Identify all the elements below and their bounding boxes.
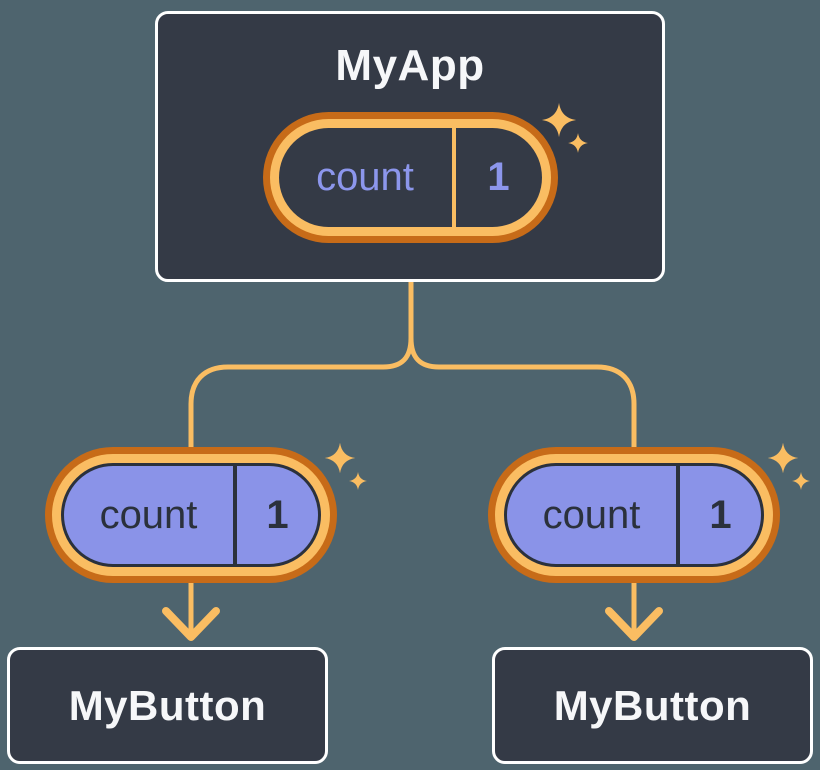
prop-pill-left-ring: count 1 <box>52 454 330 576</box>
node-mybutton-right: MyButton <box>492 647 813 764</box>
sparkle-icon <box>541 102 577 138</box>
node-myapp-title: MyApp <box>335 41 485 90</box>
sparkle-icon <box>568 133 588 153</box>
node-mybutton-right-title: MyButton <box>553 681 752 729</box>
prop-pill-left: count 1 <box>45 447 337 583</box>
prop-value-left: 1 <box>233 466 318 564</box>
connector-branch-right <box>408 335 637 639</box>
state-label: count <box>316 154 414 199</box>
prop-pill-left-body: count 1 <box>61 463 321 567</box>
node-myapp: MyApp count 1 <box>155 11 665 282</box>
state-value: 1 <box>451 127 542 227</box>
arrow-down-left-icon <box>162 607 220 641</box>
node-mybutton-left: MyButton <box>7 647 328 764</box>
prop-pill-right-ring: count 1 <box>495 454 773 576</box>
arrow-down-right-icon <box>605 607 663 641</box>
prop-label-right: count <box>542 492 641 537</box>
state-pill-body: count 1 <box>278 127 542 227</box>
state-pill-ring: count 1 <box>269 118 551 236</box>
sparkle-icon <box>792 472 810 490</box>
prop-pill-right-body: count 1 <box>504 463 764 567</box>
sparkle-icon <box>324 442 356 474</box>
prop-value-right: 1 <box>676 466 761 564</box>
sparkle-icon <box>767 442 799 474</box>
sparkle-icon <box>349 472 367 490</box>
prop-pill-right: count 1 <box>488 447 780 583</box>
prop-label-left: count <box>99 492 198 537</box>
state-pill: count 1 <box>262 111 558 243</box>
connector-branch-left <box>188 277 414 639</box>
node-mybutton-left-title: MyButton <box>68 681 267 729</box>
